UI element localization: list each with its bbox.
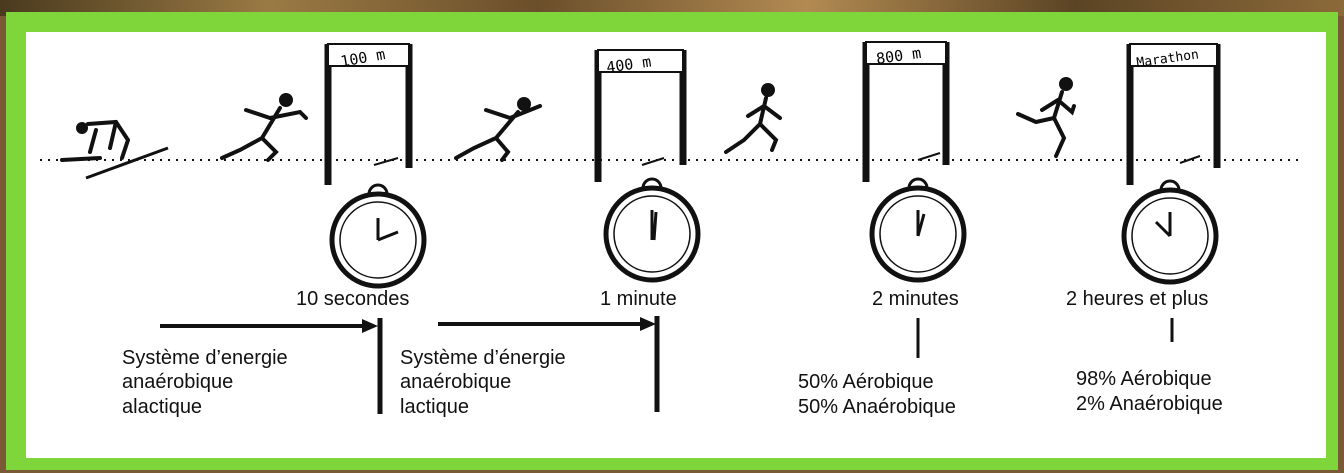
runner-stride-icon [724,83,782,154]
gate-marathon: Marathon [1126,43,1221,185]
mix-800-anaerobic: 50% Anaérobique [798,396,956,418]
time-label-10s: 10 secondes [296,288,409,310]
energy-systems-diagram: 100 m 400 m 800 m Marathon [40,41,1300,418]
runner-figures [60,77,1076,162]
system2-line2: anaérobique [400,371,511,393]
system2-line3: lactique [400,396,469,418]
time-label-2h: 2 heures et plus [1066,288,1208,310]
mix-marathon-aerobic: 98% Aérobique [1076,368,1212,390]
gate-400m: 400 m [594,49,687,182]
green-frame: 100 m 400 m 800 m Marathon [6,12,1338,470]
gate-800m: 800 m [862,41,950,182]
arrows-and-bars [160,316,1174,414]
time-label-2min: 2 minutes [872,288,959,310]
mix-marathon-anaerobic: 2% Anaérobique [1076,393,1223,415]
stopwatch-1min-icon [603,177,701,283]
stopwatch-2min-icon [869,177,967,283]
system2-line1: Système d’énergie [400,347,566,369]
stopwatch-2h-icon [1121,179,1219,285]
system1-line1: Système d’energie [122,347,288,369]
time-label-1min: 1 minute [600,288,677,310]
system1-line2: anaérobique [122,371,233,393]
gate-100m: 100 m [324,43,413,185]
diagram-panel: 100 m 400 m 800 m Marathon [26,32,1326,458]
stopwatch-10s-icon [329,183,427,289]
runner-sprint-icon [220,93,308,162]
runner-sprint-2-icon [454,97,542,162]
runner-distance-icon [1016,77,1076,158]
finish-ticks [373,152,1201,166]
runner-crouch-icon [60,119,130,162]
system1-line3: alactique [122,396,202,418]
start-line [85,146,169,180]
mix-800-aerobic: 50% Aérobique [798,371,934,393]
